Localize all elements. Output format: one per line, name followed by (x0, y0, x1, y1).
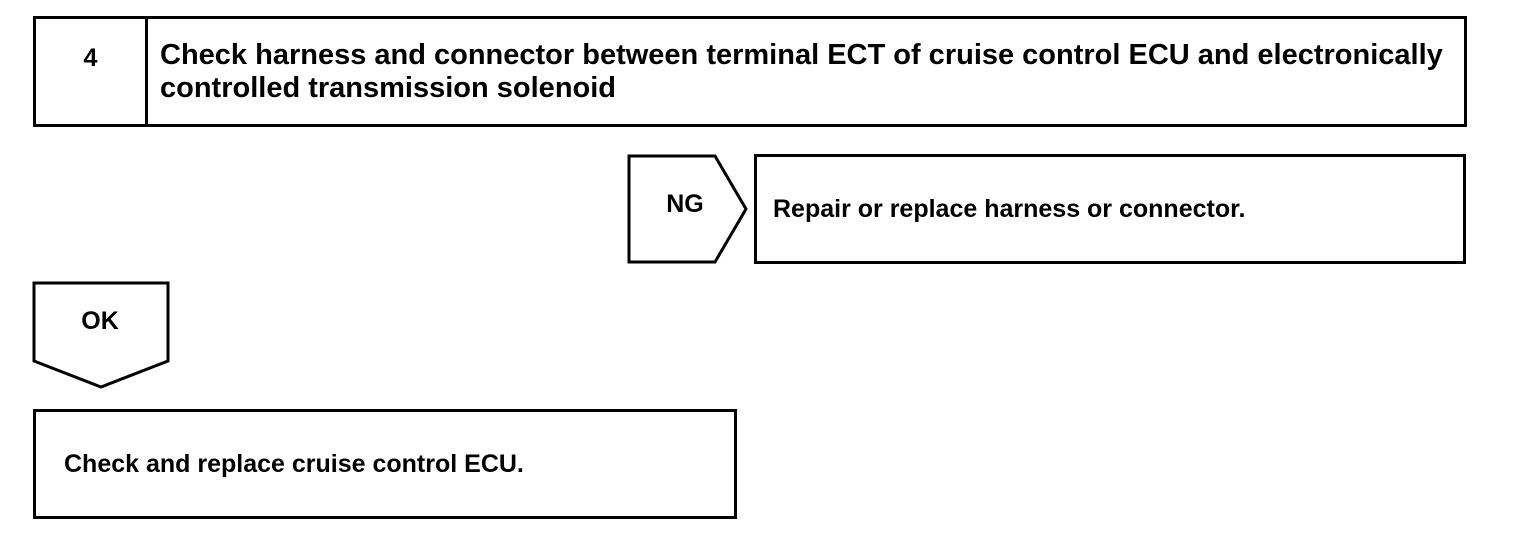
ng-label: NG (666, 190, 704, 218)
ng-arrow-shape (627, 154, 748, 264)
ok-arrow-shape (32, 281, 170, 389)
ok-label: OK (81, 307, 119, 335)
ok-result-text: Check and replace cruise control ECU. (64, 449, 524, 478)
step-box: 4 Check harness and connector between te… (33, 16, 1467, 127)
ng-result-text: Repair or replace harness or connector. (773, 194, 1246, 223)
step-number: 4 (36, 19, 148, 124)
ok-result-box: Check and replace cruise control ECU. (33, 409, 737, 519)
ng-result-box: Repair or replace harness or connector. (754, 154, 1466, 264)
step-title: Check harness and connector between term… (160, 39, 1443, 104)
